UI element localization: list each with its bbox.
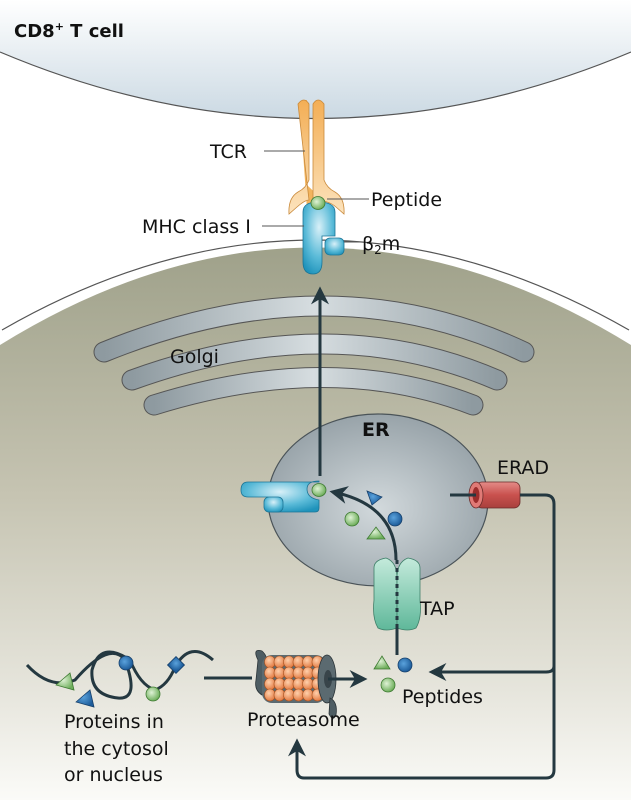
golgi-apparatus <box>93 295 535 416</box>
erad-label: ERAD <box>497 457 549 479</box>
proteins-label-line2: the cytosol <box>64 738 169 760</box>
proteins-label-line3: or nucleus <box>64 764 163 786</box>
proteasome-label: Proteasome <box>247 709 360 731</box>
beta2m-label: β2m <box>362 233 400 257</box>
golgi-label: Golgi <box>170 346 219 368</box>
cyto-peptide-circle-green <box>380 677 396 693</box>
mhc-class-i-label: MHC class I <box>142 216 251 238</box>
er-peptide-triangle-blue <box>366 490 383 506</box>
peptide-label: Peptide <box>371 189 442 211</box>
t-cell-membrane <box>0 0 631 119</box>
cytosolic-protein-chain <box>25 650 214 708</box>
tcr-receptor <box>288 99 345 215</box>
erad-channel <box>468 481 521 509</box>
erad-return-line <box>428 493 556 681</box>
mhc-class-i-er <box>240 480 320 513</box>
proteins-label-line1: Proteins in <box>64 711 164 733</box>
peptides-label: Peptides <box>402 686 483 708</box>
cyto-peptide-circle-blue <box>397 657 413 673</box>
tap-label: TAP <box>419 598 455 620</box>
t-cell-title: CD8+ T cell <box>14 20 124 42</box>
er-peptide-triangle-green <box>366 526 386 540</box>
proteasome <box>255 650 337 719</box>
tcr-label: TCR <box>209 141 247 163</box>
er-label: ER <box>362 419 390 441</box>
recycle-arrow <box>288 666 556 780</box>
er-peptide-circle-blue <box>387 511 403 527</box>
tap-transporter <box>373 557 421 631</box>
surface-peptide <box>310 196 326 210</box>
cyto-peptide-triangle-green <box>373 655 391 670</box>
er-peptide-circle-green <box>344 511 360 527</box>
tap-import-arrow <box>329 486 398 561</box>
er-loaded-peptide <box>311 483 327 497</box>
